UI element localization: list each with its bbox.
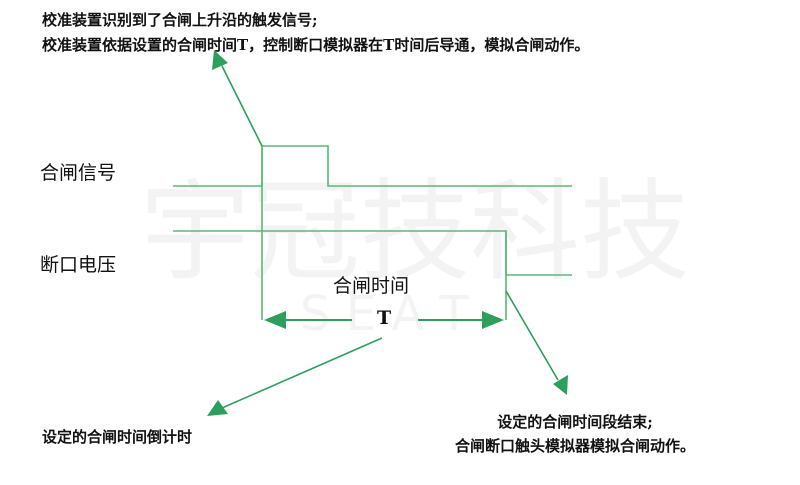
annotation-top-line2: 校准装置依据设置的合闸时间T，控制断口模拟器在T时间后导通，模拟合闸动作。 [42, 36, 590, 54]
leader-bottom-left [221, 337, 383, 409]
annotation-bottom-left: 设定的合闸时间倒计时 [42, 428, 193, 446]
interval-arrowhead-right [482, 311, 504, 329]
annotation-bottom-right-line1: 设定的合闸时间段结束; [497, 413, 653, 431]
break-voltage-label: 断口电压 [40, 254, 117, 276]
interval-arrowhead-left [264, 311, 286, 329]
leader-bottom-left-arrowhead [207, 400, 228, 416]
leader-bottom-right-arrowhead [553, 375, 568, 395]
watermark: 宇冠技科技 S E A T [140, 168, 690, 342]
interval-symbol: T [377, 307, 392, 329]
leader-top-arrowhead [212, 50, 228, 70]
watermark-sub: S E A T [300, 286, 469, 342]
annotation-top-line1: 校准装置识别到了合闸上升沿的触发信号; [42, 11, 318, 29]
close-signal-label: 合闸信号 [40, 162, 117, 184]
close-signal-waveform [173, 145, 572, 187]
leader-bottom-right [505, 290, 559, 381]
interval-label: 合闸时间 [333, 275, 410, 297]
watermark-text: 宇冠技科技 [140, 168, 690, 296]
leader-top [221, 65, 263, 147]
annotation-bottom-right-line2: 合闸断口触头模拟器模拟合闸动作。 [454, 437, 695, 455]
